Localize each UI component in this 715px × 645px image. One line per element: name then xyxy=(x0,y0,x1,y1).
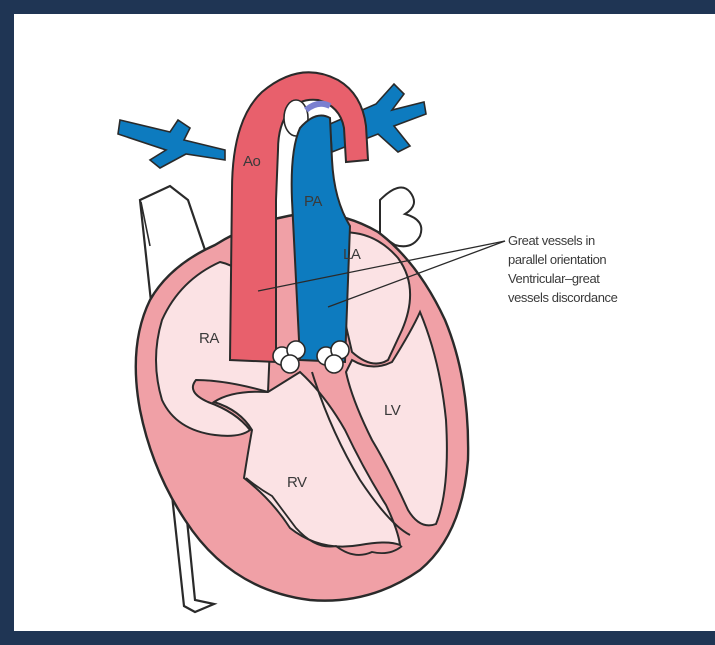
label-pulmonary-artery: PA xyxy=(304,193,322,210)
label-right-atrium: RA xyxy=(199,330,219,347)
annotation-line-2: parallel orientation xyxy=(508,250,617,269)
pulmonary-artery-left-branch xyxy=(118,120,225,168)
annotation-text: Great vessels in parallel orientation Ve… xyxy=(508,231,617,307)
annotation-line-1: Great vessels in xyxy=(508,231,617,250)
label-right-ventricle: RV xyxy=(287,474,307,491)
pulmonary-artery xyxy=(292,116,350,362)
annotation-line-4: vessels discordance xyxy=(508,288,617,307)
label-left-atrium: LA xyxy=(343,246,360,263)
label-left-ventricle: LV xyxy=(384,402,400,419)
annotation-line-3: Ventricular–great xyxy=(508,269,617,288)
label-aorta: Ao xyxy=(243,153,260,170)
